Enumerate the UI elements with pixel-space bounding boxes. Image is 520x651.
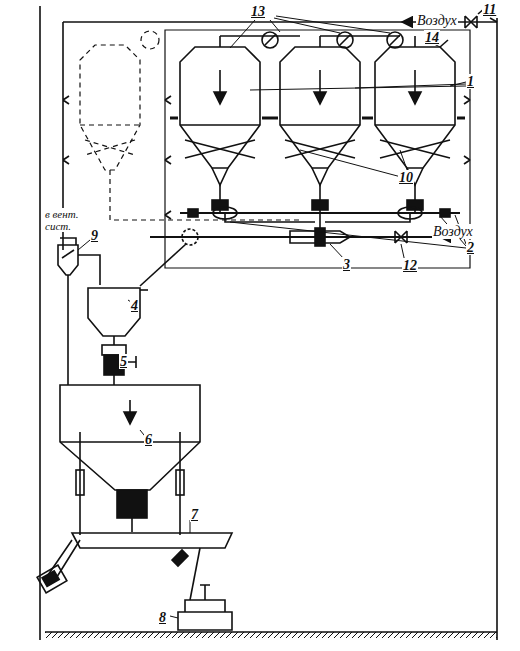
callout-number: 4 bbox=[130, 298, 139, 313]
callout-number: 9 bbox=[90, 228, 99, 243]
vent-label: в вент. сист. bbox=[44, 208, 90, 232]
callout-number: 14 bbox=[424, 30, 440, 45]
air-label: Воздух bbox=[432, 224, 474, 239]
callout-number: 12 bbox=[402, 258, 418, 273]
air-label: Воздух bbox=[416, 13, 458, 28]
callout-number: 11 bbox=[482, 2, 497, 17]
callout-number: 7 bbox=[190, 507, 199, 522]
callout-number: 10 bbox=[398, 170, 414, 185]
callout-number: 5 bbox=[119, 354, 128, 369]
callout-number: 13 bbox=[250, 4, 266, 19]
callout-number: 6 bbox=[144, 432, 153, 447]
callout-number: 3 bbox=[342, 257, 351, 272]
callout-number: 1 bbox=[466, 74, 475, 89]
callout-number: 2 bbox=[466, 240, 475, 255]
callout-number: 8 bbox=[158, 610, 167, 625]
